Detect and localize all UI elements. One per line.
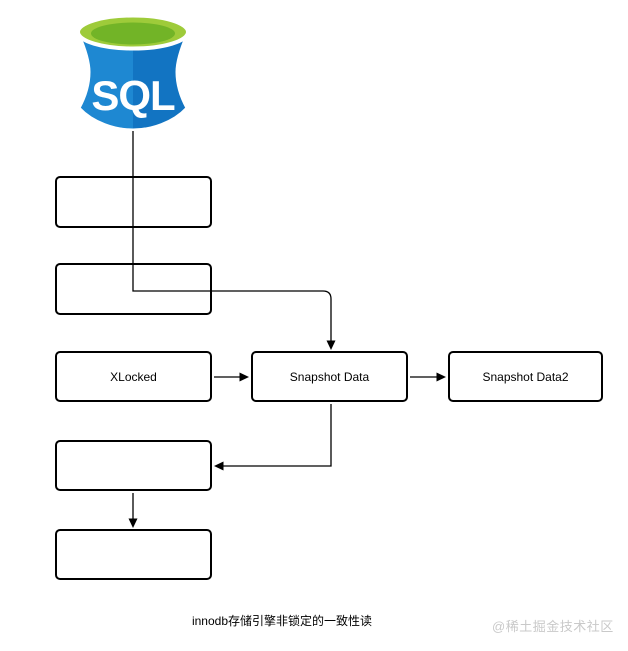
node-snapshot-data2: Snapshot Data2 — [448, 351, 603, 402]
node-xlocked: XLocked — [55, 351, 212, 402]
juejin-watermark: @稀土掘金技术社区 — [492, 619, 614, 634]
database-body-shape — [77, 33, 189, 131]
node-snapshot-data-label: Snapshot Data — [289, 369, 370, 384]
diagram-caption: innodb存储引擎非锁定的一致性读 — [191, 614, 373, 628]
arrowhead-into-snapshot-data-left — [239, 372, 249, 382]
arrowhead-into-step-4-top — [128, 518, 138, 528]
sql-database-icon: SQL — [76, 13, 190, 131]
database-top-inner-ellipse — [91, 22, 175, 45]
node-snapshot-data2-label: Snapshot Data2 — [482, 369, 569, 384]
node-step-1 — [55, 176, 212, 228]
node-xlocked-label: XLocked — [110, 369, 157, 384]
node-step-2 — [55, 263, 212, 315]
arrowhead-into-snapshot-data-top — [326, 340, 336, 350]
node-snapshot-data: Snapshot Data — [251, 351, 408, 402]
node-step-4 — [55, 529, 212, 580]
connector-snapshot-data-to-step-3 — [223, 404, 332, 467]
arrowhead-into-step-3-right — [214, 461, 224, 471]
arrowhead-into-snapshot-data2-left — [436, 372, 446, 382]
node-step-3 — [55, 440, 212, 491]
sql-label: SQL — [91, 72, 175, 119]
